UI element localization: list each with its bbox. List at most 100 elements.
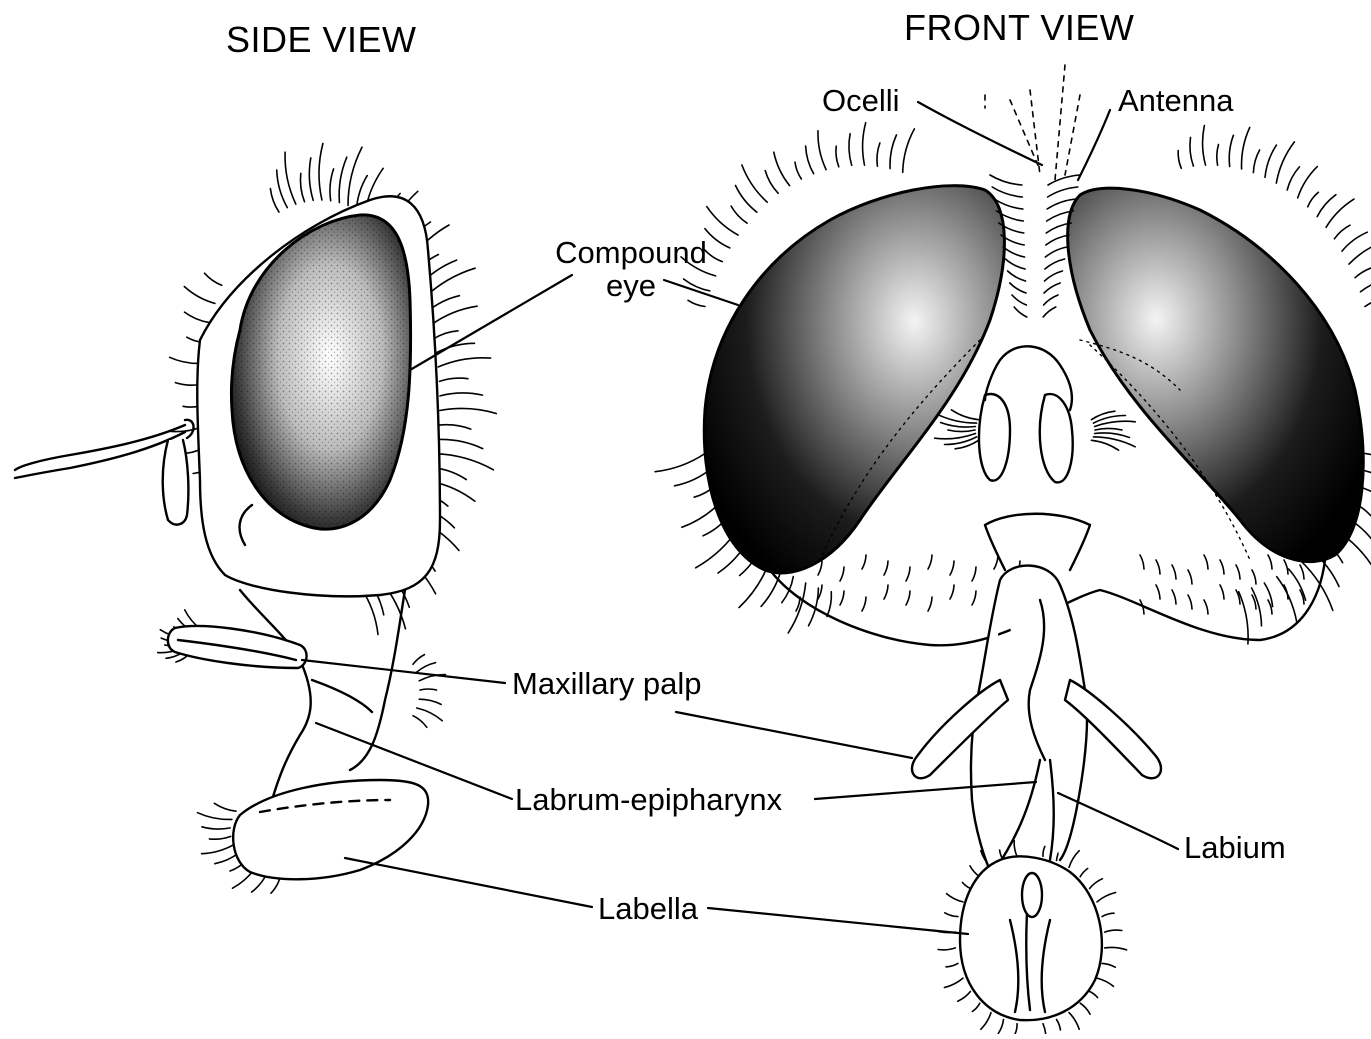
bristle [270, 189, 279, 213]
bristle [1188, 595, 1192, 609]
front-left-compound-eye [704, 186, 1004, 573]
bristle [884, 561, 888, 575]
bristle [271, 878, 280, 894]
bristle [765, 171, 778, 194]
bristle [906, 567, 910, 581]
bristle [277, 170, 288, 208]
bristle [950, 561, 954, 575]
bristle [1178, 151, 1181, 169]
bristle [947, 894, 964, 902]
bristle [434, 331, 458, 339]
side-view-drawing [15, 144, 496, 894]
bristle [1102, 913, 1114, 916]
bristle [205, 273, 222, 285]
bristle [1277, 577, 1297, 622]
bristle [1188, 570, 1192, 584]
label-maxillary-palp: Maxillary palp [512, 668, 702, 699]
bristle [420, 689, 437, 690]
bristle [1069, 1013, 1079, 1030]
label-labium: Labium [1184, 832, 1286, 863]
bristle [436, 454, 494, 470]
bristle [990, 175, 1022, 185]
bristle [1010, 283, 1026, 293]
bristle [1069, 851, 1079, 868]
bristle [1287, 167, 1299, 190]
bristle [1156, 560, 1160, 574]
bristle [1043, 307, 1056, 317]
bristle [1014, 841, 1017, 857]
bristle [1253, 150, 1259, 173]
bristle [890, 135, 896, 169]
bristle [440, 393, 483, 396]
bristle [1220, 585, 1224, 599]
bristle [440, 378, 468, 381]
bristle [1057, 1020, 1061, 1031]
bristle [1105, 947, 1127, 949]
bristle [1080, 869, 1088, 877]
bristle [1090, 879, 1103, 889]
bristle [972, 591, 976, 605]
bristle [1342, 232, 1367, 251]
bristle [413, 716, 427, 728]
bristle [417, 663, 436, 672]
bristle [1097, 978, 1114, 986]
bristle [836, 146, 839, 167]
bristle [1190, 137, 1193, 166]
bristle [339, 157, 347, 202]
bristle [774, 152, 790, 185]
leader-labella-side [345, 858, 592, 907]
bristle [319, 144, 323, 201]
bristle [962, 882, 970, 888]
bristle [419, 699, 441, 704]
bristle [806, 146, 814, 174]
bristle [1236, 565, 1240, 579]
bristle [1203, 126, 1206, 166]
bristle [946, 963, 958, 966]
label-labrum-epipharynx: Labrum-epipharynx [515, 784, 782, 815]
bristle [431, 306, 477, 325]
bristle [1229, 135, 1233, 166]
bristle [330, 169, 334, 201]
leader-ocelli [918, 102, 1042, 165]
bristle [1172, 590, 1176, 604]
bristle [202, 827, 230, 829]
bristle [840, 567, 844, 581]
label-antenna: Antenna [1118, 85, 1234, 116]
bristle [818, 561, 822, 575]
bristle [928, 555, 932, 569]
bristle [1298, 167, 1318, 198]
bristle [1012, 295, 1026, 305]
bristle [1097, 893, 1116, 902]
bristle [1003, 247, 1024, 257]
bristle [1268, 555, 1272, 569]
bristle [884, 585, 888, 599]
bristle [438, 358, 490, 367]
front-right-compound-eye [1068, 188, 1364, 561]
bristle [440, 408, 497, 413]
bristle [1043, 846, 1045, 856]
bristle [309, 158, 313, 200]
bristle [945, 913, 958, 917]
leader-labrum-front [815, 782, 1036, 799]
bristle [1102, 963, 1115, 967]
bristle [972, 567, 976, 581]
bristle [736, 186, 757, 213]
bristle [1015, 1024, 1017, 1034]
bristle [862, 555, 866, 569]
bristle [209, 836, 230, 839]
bristle [928, 597, 932, 611]
bristle [1105, 930, 1122, 932]
leader-labium [1058, 793, 1178, 849]
bristle [1043, 1024, 1046, 1034]
bristle [950, 585, 954, 599]
bristle [938, 948, 955, 950]
bristle [849, 134, 852, 166]
bristle [1091, 440, 1118, 450]
bristle [184, 287, 215, 304]
bristle [185, 312, 210, 323]
bristle [951, 410, 978, 420]
bristle [862, 597, 866, 611]
label-labella: Labella [598, 893, 698, 924]
